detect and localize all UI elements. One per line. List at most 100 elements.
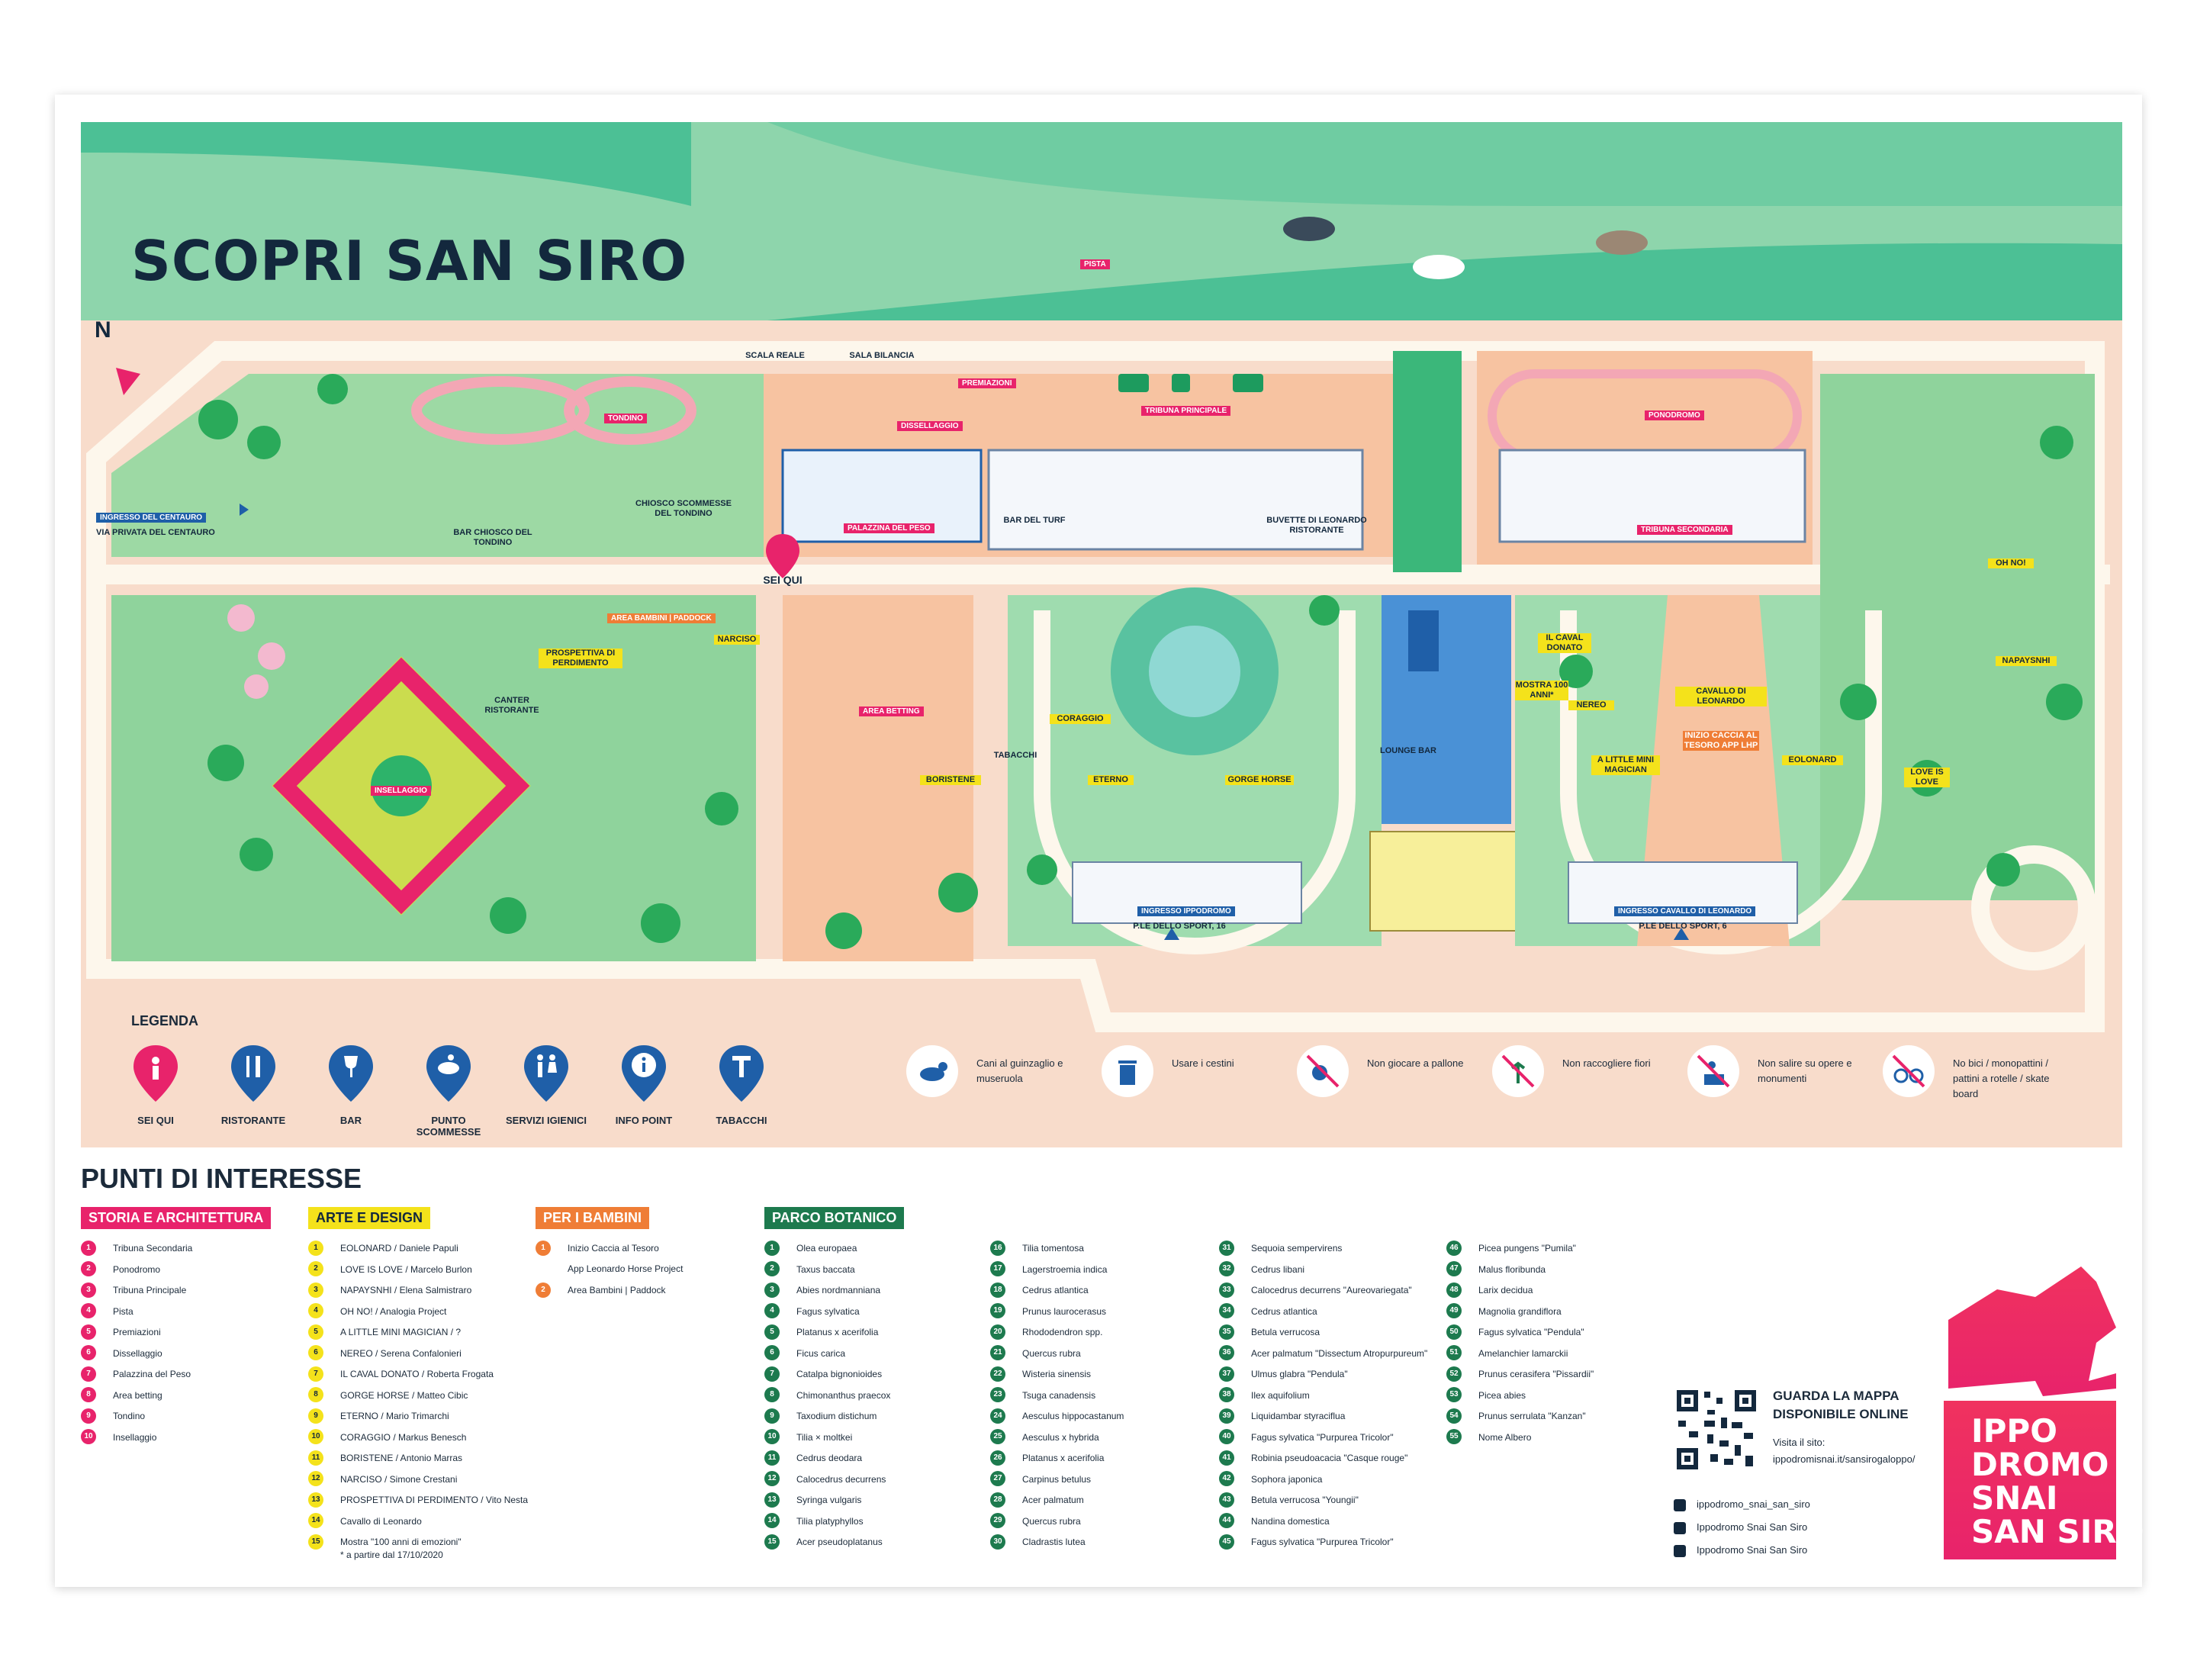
oh-no-label: OH NO! — [1988, 558, 2034, 568]
park-map[interactable]: INGRESSO DEL CENTAURO VIA PRIVATA DEL CE… — [81, 122, 2122, 1147]
insellaggio-tag: INSELLAGGIO — [371, 786, 431, 796]
poi-list-item: 6 NEREO / Serena Confalonieri — [308, 1344, 528, 1366]
narciso-label: NARCISO — [714, 635, 760, 645]
poi-name: Palazzina del Peso — [113, 1368, 191, 1379]
inizio-caccia-label: INIZIO CACCIA AL TESORO APP LHP — [1683, 731, 1759, 751]
poi-name: Aesculus x hybrida — [1022, 1431, 1099, 1443]
poi-number-badge: 11 — [764, 1450, 780, 1466]
cavallo-leonardo-label: CAVALLO DI LEONARDO — [1675, 687, 1767, 706]
ingresso-centauro-tag: INGRESSO DEL CENTAURO — [96, 513, 207, 523]
legend-punto-scommesse: PUNTO SCOMMESSE — [403, 1044, 494, 1138]
legend-info-point: INFO POINT — [598, 1044, 690, 1126]
website-link[interactable]: ippodromisnai.it/sansirogaloppo/ — [1773, 1453, 1916, 1465]
bar-chiosco-label: BAR CHIOSCO DEL TONDINO — [453, 528, 532, 547]
legend-ristorante: RISTORANTE — [207, 1044, 299, 1126]
sala-bilancia-label: SALA BILANCIA — [849, 351, 915, 360]
poi-number-badge: 51 — [1446, 1345, 1462, 1361]
poi-number-badge: 29 — [990, 1513, 1005, 1529]
poi-number-badge: 54 — [1446, 1408, 1462, 1424]
no-ball-icon — [1297, 1045, 1349, 1097]
poi-number-badge: 45 — [1219, 1534, 1234, 1550]
poi-number-badge: 6 — [81, 1345, 96, 1361]
poi-name: Cedrus atlantica — [1251, 1305, 1317, 1317]
qr-code[interactable] — [1674, 1387, 1759, 1472]
poi-number-badge: 10 — [764, 1429, 780, 1445]
poi-number-badge: 24 — [990, 1408, 1005, 1424]
poi-name: Nome Albero — [1478, 1431, 1532, 1443]
poi-name: ETERNO / Mario Trimarchi — [340, 1410, 449, 1421]
poi-name: LOVE IS LOVE / Marcelo Burlon — [340, 1263, 472, 1275]
poi-number-badge: 28 — [990, 1492, 1005, 1508]
social-twitter[interactable]: Ippodromo Snai San Siro — [1674, 1521, 1807, 1534]
poi-name: Tilia tomentosa — [1022, 1242, 1084, 1254]
poi-number-badge: 14 — [764, 1513, 780, 1529]
poi-number-badge: 10 — [81, 1429, 96, 1445]
poi-number-badge: 35 — [1219, 1324, 1234, 1340]
ippodromo-logo — [1944, 1266, 2116, 1559]
poi-number-badge: 8 — [764, 1387, 780, 1403]
poi-name: Prunus laurocerasus — [1022, 1305, 1107, 1317]
poi-number-badge: 55 — [1446, 1429, 1462, 1445]
tondino-tag: TONDINO — [604, 414, 647, 423]
bin-icon — [1102, 1045, 1153, 1097]
poi-number-badge: 49 — [1446, 1303, 1462, 1319]
poi-number-badge: 6 — [764, 1345, 780, 1361]
poi-number-badge: 1 — [308, 1240, 323, 1256]
social-instagram[interactable]: ippodromo_snai_san_siro — [1674, 1498, 1810, 1511]
poi-name: Nandina domestica — [1251, 1515, 1330, 1527]
eolonard-label: EOLONARD — [1782, 755, 1843, 765]
poi-list-item: 11 BORISTENE / Antonio Marras — [308, 1449, 528, 1470]
poi-name: NEREO / Serena Confalonieri — [340, 1347, 462, 1359]
poi-number-badge: 18 — [990, 1282, 1005, 1298]
poi-number-badge: 13 — [308, 1492, 323, 1508]
poi-name: Tsuga canadensis — [1022, 1389, 1096, 1401]
poi-number-badge: 36 — [1219, 1345, 1234, 1361]
poi-name: BORISTENE / Antonio Marras — [340, 1452, 463, 1463]
poi-number-badge: 17 — [990, 1261, 1005, 1277]
caval-donato-label: IL CAVAL DONATO — [1538, 633, 1591, 653]
a-little-label: A LITTLE MINI MAGICIAN — [1591, 755, 1660, 775]
poi-name: Platanus x acerifolia — [1022, 1452, 1105, 1463]
poi-name: Tribuna Secondaria — [113, 1242, 193, 1254]
poi-list-item: 45 Fagus sylvatica "Purpurea Tricolor" — [1219, 1533, 1427, 1554]
poi-list-item: 8 GORGE HORSE / Matteo Cibic — [308, 1386, 528, 1408]
poi-name: Mostra "100 anni di emozioni" — [340, 1536, 462, 1547]
via-centauro-label: VIA PRIVATA DEL CENTAURO — [96, 528, 215, 537]
poi-name: Cedrus deodara — [796, 1452, 863, 1463]
poi-name: GORGE HORSE / Matteo Cibic — [340, 1389, 468, 1401]
prospettiva-label: PROSPETTIVA DI PERDIMENTO — [539, 649, 622, 668]
poi-number-badge: 5 — [81, 1324, 96, 1340]
poi-number-badge: 9 — [308, 1408, 323, 1424]
poi-number-badge: 38 — [1219, 1387, 1234, 1403]
poi-number-badge: 8 — [308, 1387, 323, 1403]
poi-name: Acer palmatum "Dissectum Atropurpureum" — [1251, 1347, 1428, 1359]
poi-name: Fagus sylvatica "Purpurea Tricolor" — [1251, 1536, 1394, 1547]
poi-number-badge: 7 — [81, 1366, 96, 1382]
social-facebook[interactable]: Ippodromo Snai San Siro — [1674, 1544, 1807, 1557]
poi-name: Picea pungens "Pumila" — [1478, 1242, 1576, 1254]
nereo-label: NEREO — [1568, 700, 1614, 710]
poi-number-badge: 11 — [308, 1450, 323, 1466]
poi-name: Betula verrucosa "Youngii" — [1251, 1494, 1359, 1505]
canter-label: CANTER RISTORANTE — [484, 696, 539, 715]
boristene-label: BORISTENE — [920, 775, 981, 785]
poi-number-badge: 32 — [1219, 1261, 1234, 1277]
poi-number-badge: 6 — [308, 1345, 323, 1361]
poi-number-badge: 30 — [990, 1534, 1005, 1550]
